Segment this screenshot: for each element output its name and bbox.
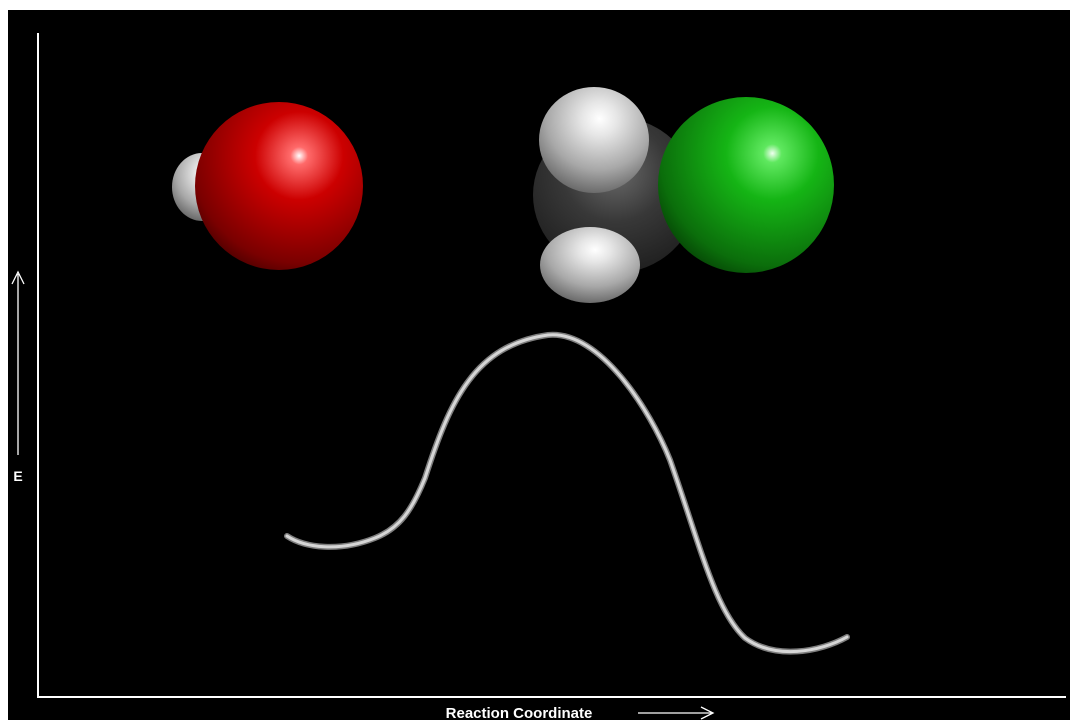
x-axis-arrow (638, 706, 715, 720)
y-axis-arrow (11, 270, 25, 455)
energy-curve (284, 331, 850, 655)
diagram-background (8, 10, 1070, 720)
chloromethane-molecule (533, 87, 834, 303)
chlorine-atom (658, 97, 834, 273)
hydroxide-molecule (172, 102, 363, 270)
hydrogen-atom (540, 227, 640, 303)
oxygen-atom (195, 102, 363, 270)
hydrogen-atom (539, 87, 649, 193)
y-axis-label: E (13, 468, 22, 484)
x-axis-label: Reaction Coordinate (446, 705, 593, 720)
